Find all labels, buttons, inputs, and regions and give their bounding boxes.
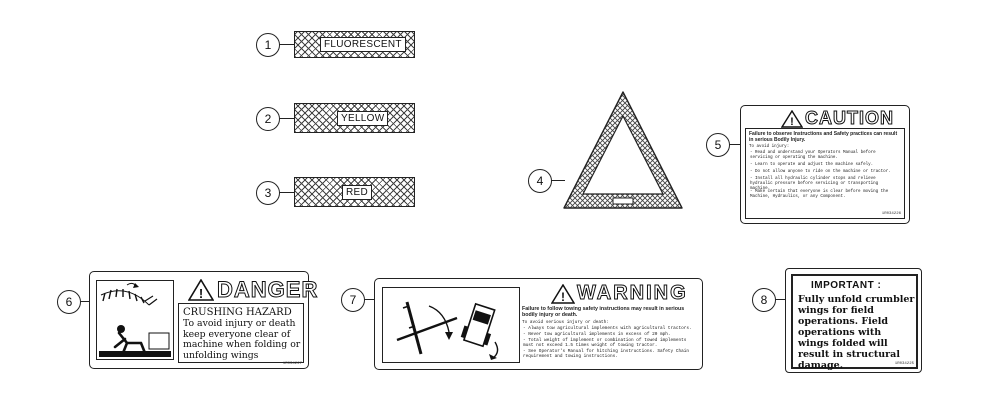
svg-text:!: !: [199, 286, 203, 301]
leader-line-5: [729, 144, 740, 146]
important-decal: IMPORTANT : Fully unfold crumbler wings …: [785, 268, 922, 373]
caution-line: - Learn to operate and adjust the machin…: [750, 163, 874, 167]
callout-3: 3: [256, 181, 280, 205]
warning-triangle-icon: !: [551, 284, 575, 304]
warning-line: - See Operator's Manual for hitching ins…: [523, 349, 689, 360]
danger-body: To avoid injury or death keep everyone c…: [183, 318, 301, 361]
leader-line-2: [279, 118, 294, 120]
leader-line-3: [279, 192, 294, 194]
danger-subheading: CRUSHING HAZARD: [183, 307, 292, 318]
warning-line: - Always tow agricultural implements wit…: [523, 326, 692, 331]
warning-heading: WARNING: [577, 282, 688, 305]
crushing-hazard-pictogram: [99, 282, 171, 357]
callout-8: 8: [752, 288, 776, 312]
warning-line: - Total weight of implement or combinati…: [523, 338, 687, 349]
important-text-panel: IMPORTANT : Fully unfold crumbler wings …: [791, 274, 918, 371]
leader-line-6: [80, 301, 89, 303]
callout-2: 2: [256, 107, 280, 131]
danger-heading: DANGER: [216, 277, 319, 303]
warning-line: - Never tow agricultural implements in e…: [523, 332, 671, 337]
leader-line-4: [551, 180, 565, 182]
callout-1: 1: [256, 33, 280, 57]
callout-7: 7: [341, 288, 365, 312]
danger-text-panel: CRUSHING HAZARD To avoid injury or death…: [178, 303, 304, 363]
leader-line-8: [775, 299, 785, 301]
important-body: Fully unfold crumbler wings for field op…: [798, 294, 915, 371]
leader-line-1: [279, 44, 294, 46]
warning-triangle-icon: !: [781, 110, 803, 128]
yellow-label: YELLOW: [337, 111, 389, 126]
callout-6: 6: [57, 290, 81, 314]
callout-5: 5: [706, 133, 730, 157]
warning-lead: Failure to follow towing safety instruct…: [522, 306, 685, 319]
warning-pictogram-frame: [382, 287, 520, 363]
fluorescent-strip: FLUORESCENT: [294, 31, 415, 58]
caution-line: - Make certain that everyone is clear be…: [750, 190, 889, 200]
yellow-strip: YELLOW: [294, 103, 415, 133]
svg-text:!: !: [790, 116, 794, 128]
caution-intro: To avoid injury:: [749, 145, 790, 149]
danger-pictogram-frame: [96, 280, 174, 360]
important-heading: IMPORTANT :: [811, 280, 882, 291]
warning-decal: ! WARNING Failure to follow towing safet…: [374, 278, 703, 370]
red-label: RED: [342, 185, 373, 200]
caution-lead: Failure to observe Instructions and Safe…: [749, 131, 898, 143]
slow-moving-vehicle-triangle: [563, 91, 683, 209]
caution-line: - Do not allow anyone to ride on the mac…: [750, 170, 891, 174]
red-strip: RED: [294, 177, 415, 207]
danger-decal: ! DANGER CRUSHING HAZARD To avoid injury…: [89, 271, 318, 369]
important-part-number: 1R034225: [894, 362, 914, 366]
caution-text-panel: Failure to observe Instructions and Safe…: [745, 128, 905, 219]
warning-triangle-icon: !: [188, 279, 214, 301]
fluorescent-label: FLUORESCENT: [320, 37, 406, 52]
svg-text:!: !: [561, 290, 565, 304]
callout-4: 4: [528, 169, 552, 193]
danger-part-number: 1R034227: [282, 362, 302, 366]
warning-intro: To avoid serious injury or death:: [522, 320, 609, 325]
leader-line-7: [364, 299, 374, 301]
caution-line: - Read and understand your Operators Man…: [750, 151, 876, 161]
caution-part-number: 1R034226: [881, 212, 901, 216]
towing-hazard-pictogram: [396, 301, 499, 360]
caution-decal: ! CAUTION Failure to observe Instruction…: [740, 105, 910, 224]
caution-line: - Install all hydraulic cylinder stops a…: [750, 177, 879, 192]
caution-heading: CAUTION: [805, 108, 894, 129]
